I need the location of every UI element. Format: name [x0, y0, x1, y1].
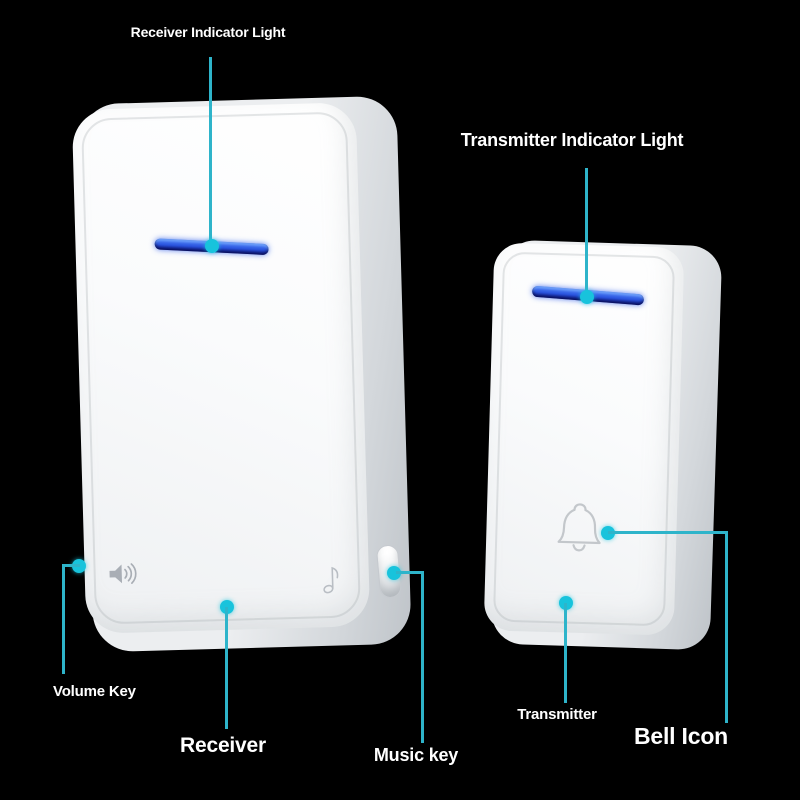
callout-line: [62, 564, 80, 567]
receiver-device: [71, 102, 371, 634]
bell-icon-label: Bell Icon: [633, 723, 729, 749]
callout-line: [225, 607, 228, 729]
callout-line: [396, 571, 424, 574]
callout-dot: [205, 239, 219, 253]
callout-line: [564, 603, 567, 703]
transmitter-indicator-label: Transmitter Indicator Light: [460, 130, 684, 150]
receiver-bezel-line: [80, 111, 362, 625]
callout-dot: [580, 290, 594, 304]
receiver-indicator-label: Receiver Indicator Light: [130, 24, 286, 40]
callout-line: [608, 531, 728, 534]
callout-line: [421, 571, 424, 743]
volume-icon: [109, 563, 137, 584]
music-note-icon: [323, 566, 339, 594]
receiver-label: Receiver: [180, 734, 266, 757]
bell-icon: [557, 503, 601, 552]
callout-line: [725, 531, 728, 723]
callout-line: [62, 564, 65, 674]
volume-key-label: Volume Key: [53, 683, 136, 700]
transmitter-label: Transmitter: [517, 706, 597, 723]
transmitter-bezel-line: [492, 251, 676, 627]
callout-line: [585, 168, 588, 297]
transmitter-device: [483, 242, 685, 636]
callout-dot: [387, 566, 401, 580]
music-key-label: Music key: [373, 745, 459, 765]
callout-line: [209, 57, 212, 246]
